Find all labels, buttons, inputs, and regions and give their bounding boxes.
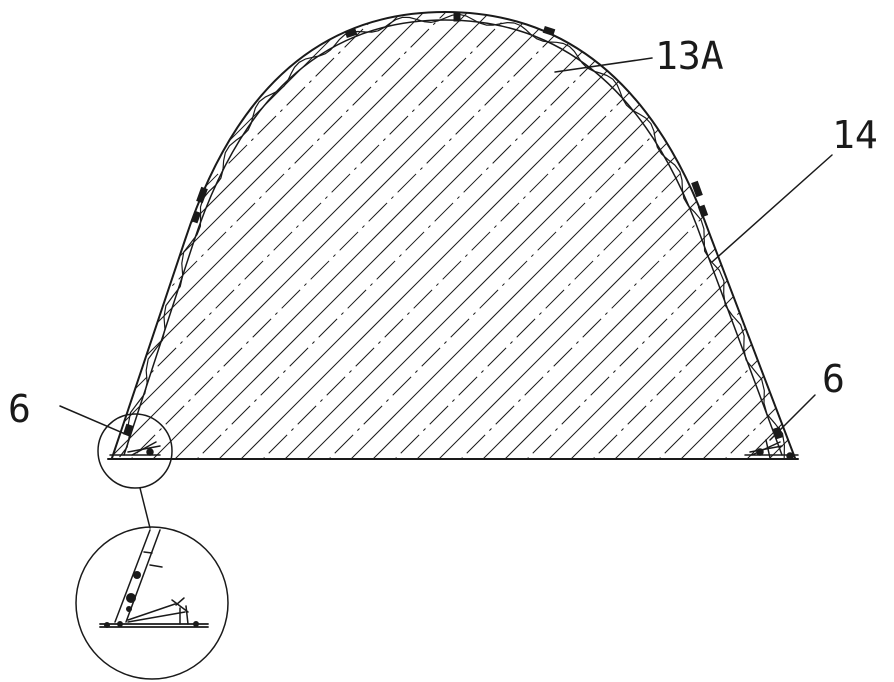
label-6-right: 6 xyxy=(822,357,845,401)
left-foot-anchor xyxy=(109,441,161,456)
wavy-waterproof-membrane xyxy=(119,13,785,459)
right-foot-anchor xyxy=(744,439,799,460)
label-14: 14 xyxy=(832,113,878,157)
lining-fasteners xyxy=(122,12,784,440)
leader-lines xyxy=(59,57,833,441)
label-13a: 13A xyxy=(655,34,724,78)
detail-callout-circle xyxy=(97,413,173,489)
label-6-left: 6 xyxy=(8,387,31,431)
enlarged-detail-content xyxy=(99,529,209,628)
enlarged-detail-circle xyxy=(75,526,229,680)
section-hatching xyxy=(112,12,795,458)
detail-connector-line xyxy=(139,487,151,529)
tunnel-outer-lining xyxy=(111,11,796,459)
